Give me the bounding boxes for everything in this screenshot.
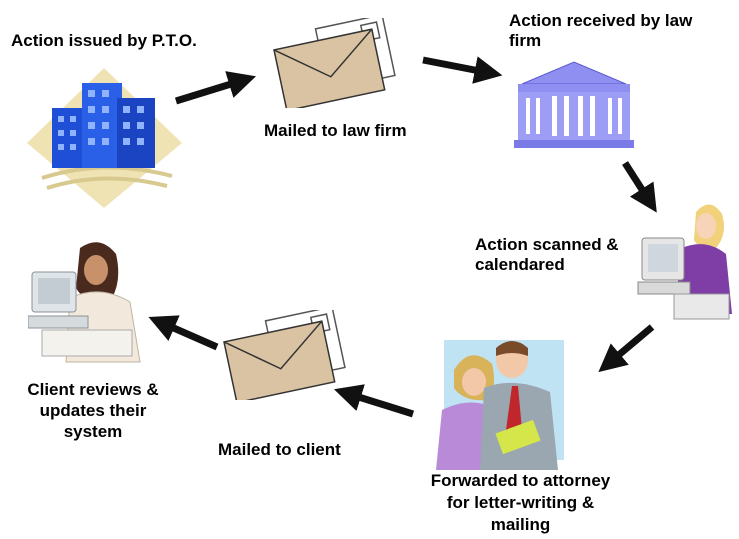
attorneys-reviewing-icon [424,330,574,470]
client-at-computer-icon [28,236,148,366]
clerk-at-computer-icon [634,190,734,325]
label-scanned: Action scanned & calendared [475,235,619,274]
office-buildings-icon [22,58,187,208]
arrow-mail-to-lawfirm [422,56,503,84]
courthouse-icon [514,58,634,150]
arrow-pto-to-mail [174,71,257,105]
label-client: Client reviews & updates their system [27,380,159,441]
envelope-icon [268,18,398,108]
arrow-lawfirm-to-scan [622,161,657,213]
label-mailed-client: Mailed to client [218,440,341,459]
arrow-mail-to-client [148,315,219,351]
label-mailed-law-firm: Mailed to law firm [264,121,407,140]
arrow-attorney-to-mail [333,384,415,418]
label-pto: Action issued by P.T.O. [11,31,197,50]
envelope-icon [218,310,348,400]
label-law-firm: Action received by law firm [509,11,693,50]
label-attorney: Forwarded to attorney for letter-writing… [430,471,611,534]
arrow-scan-to-attorney [598,324,655,373]
